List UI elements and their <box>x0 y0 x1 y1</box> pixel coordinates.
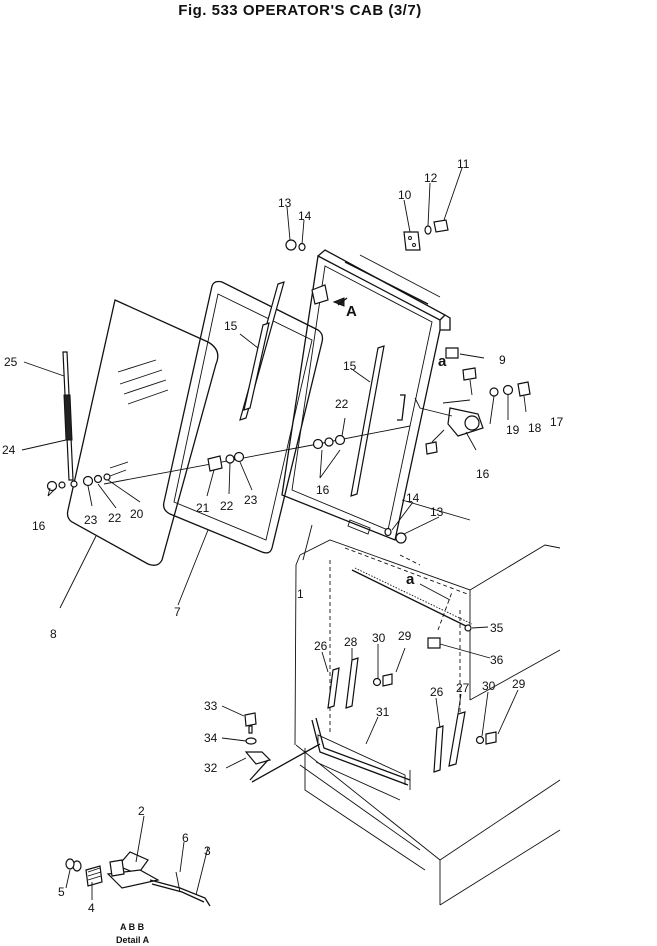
callout-27: 27 <box>456 681 470 695</box>
callout-30-right: 30 <box>482 679 496 693</box>
callout-30-left: 30 <box>372 631 386 645</box>
bolts-lower <box>372 637 497 745</box>
cab-body-outline <box>294 539 561 906</box>
callout-numbers: 1 2 3 4 5 6 7 8 9 10 12 11 13 13 14 14 1… <box>2 157 564 915</box>
callout-14-top: 14 <box>298 209 312 223</box>
callout-25: 25 <box>4 355 18 369</box>
callout-7: 7 <box>174 605 181 619</box>
callout-4: 4 <box>88 901 95 915</box>
view-label-a: A <box>346 303 357 320</box>
callout-22-middle: 22 <box>220 499 234 513</box>
callout-12: 12 <box>424 171 438 185</box>
callout-22-top: 22 <box>335 397 349 411</box>
callout-11: 11 <box>457 157 470 171</box>
callout-17: 17 <box>550 415 564 429</box>
hardware-left <box>46 473 111 492</box>
bracket-32-33-34 <box>244 712 321 783</box>
callout-24: 24 <box>2 443 16 457</box>
glass-panel-8 <box>66 299 219 566</box>
detail-label-bottom: Detail A <box>116 935 150 945</box>
callout-19: 19 <box>506 423 520 437</box>
callout-13-top: 13 <box>278 196 292 210</box>
callout-13-bottom: 13 <box>430 505 444 519</box>
callout-31: 31 <box>376 705 390 719</box>
callout-33: 33 <box>204 699 218 713</box>
callout-28: 28 <box>344 635 358 649</box>
callout-16-middle: 16 <box>316 483 330 497</box>
callout-14-bottom: 14 <box>406 491 420 505</box>
callout-36: 36 <box>490 653 504 667</box>
callout-18: 18 <box>528 421 542 435</box>
bracket-10-11-12 <box>403 219 449 251</box>
callout-10: 10 <box>398 188 412 202</box>
ref-a-upper: a <box>438 353 447 370</box>
window-sash-7 <box>162 280 324 554</box>
callout-15-right: 15 <box>343 359 357 373</box>
callout-20: 20 <box>130 507 144 521</box>
trim-strips <box>327 657 466 773</box>
callout-21: 21 <box>196 501 210 515</box>
leader-lines <box>21 167 527 900</box>
ref-mark-a: a a <box>406 353 453 631</box>
callout-34: 34 <box>204 731 218 745</box>
weatherstrip-24-25 <box>62 351 74 481</box>
callout-2: 2 <box>138 804 145 818</box>
ref-a-lower: a <box>406 571 415 588</box>
callout-35: 35 <box>490 621 504 635</box>
callout-29-right: 29 <box>512 677 526 691</box>
callout-22-left: 22 <box>108 511 122 525</box>
callout-5: 5 <box>58 885 65 899</box>
callout-9: 9 <box>499 353 506 367</box>
callout-16-left: 16 <box>32 519 46 533</box>
door-frame-1 <box>281 249 451 541</box>
callout-16-right: 16 <box>476 467 490 481</box>
callout-6: 6 <box>182 831 189 845</box>
detail-label-top: A B B <box>120 922 145 932</box>
door-seal-31 <box>311 717 411 786</box>
glass-guide-15-right <box>350 345 385 497</box>
callout-1: 1 <box>297 587 304 601</box>
nut-13-14-bottom <box>384 527 407 544</box>
callout-23-left: 23 <box>84 513 98 527</box>
callout-26-right: 26 <box>430 685 444 699</box>
callout-32: 32 <box>204 761 218 775</box>
callout-26-left: 26 <box>314 639 328 653</box>
callout-23-right: 23 <box>244 493 258 507</box>
view-arrow-a: A <box>332 297 357 320</box>
glass-guide-15-left <box>239 281 285 421</box>
hardware-right <box>312 434 346 450</box>
hardware-middle <box>207 451 245 472</box>
detail-label: A B B Detail A <box>116 922 150 945</box>
callout-15-left: 15 <box>224 319 238 333</box>
detail-a-latch <box>65 851 211 907</box>
callout-8: 8 <box>50 627 57 641</box>
door-switch-assembly <box>414 347 531 455</box>
figure-title: Fig. 533 OPERATOR'S CAB (3/7) <box>178 2 422 19</box>
rod-35 <box>351 567 473 632</box>
callout-3: 3 <box>204 844 211 858</box>
callout-29-left: 29 <box>398 629 412 643</box>
